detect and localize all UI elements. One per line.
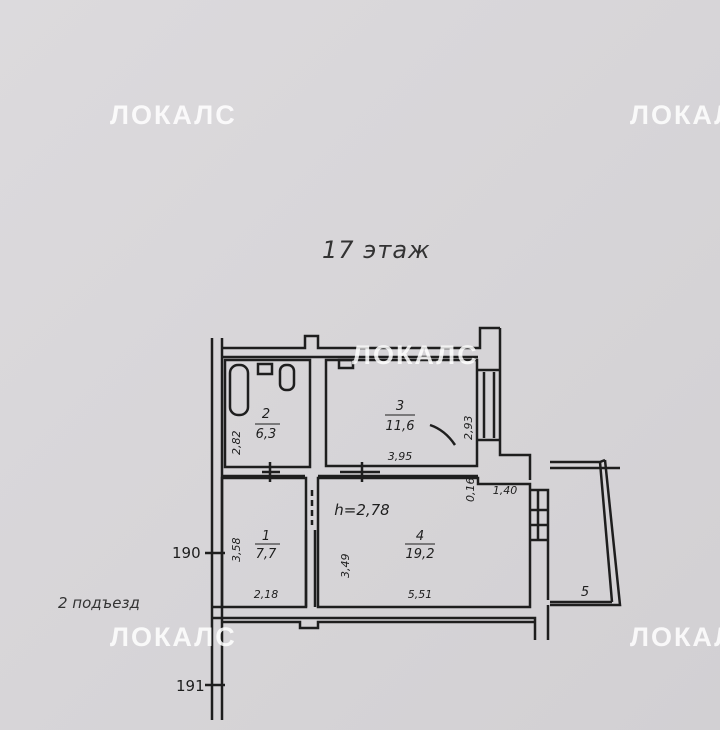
room-2-number: 2 [262,407,270,422]
watermark: ЛОКАЛС [630,622,720,652]
left-outer-wall [210,338,224,720]
axis-label-190: 190 [172,544,201,562]
dim-room4-width: 5,51 [408,588,433,601]
room-2-area: 6,3 [256,427,277,442]
bathroom-walls [223,358,312,469]
entrance-label: 2 подъезд [58,594,140,612]
watermark: ЛОКАЛС [110,100,237,130]
room-3-area: 11,6 [386,419,415,434]
balcony [550,458,622,607]
dim-wall-offset: 0,16 [464,478,477,503]
axis-label-191: 191 [176,677,205,695]
room-1-area: 7,7 [256,547,277,562]
ceiling-height: h=2,78 [334,501,389,519]
room-3-number: 3 [396,399,404,414]
room-1-number: 1 [262,529,270,544]
watermark: ЛОКАЛС [110,622,237,652]
radiator-icon [337,358,355,370]
dim-hall-height: 3,58 [230,538,243,563]
room-labels: 2 6,3 3 11,6 1 7,7 4 19,2 5 h=2,78 [255,399,589,600]
bottom-wall [212,605,550,640]
dim-niche-width: 1,40 [493,484,518,497]
sink-icon [256,362,274,376]
watermark: ЛОКАЛС [352,340,479,370]
dim-bath-height: 2,82 [230,431,243,456]
living-room-walls [316,476,532,609]
top-wall [222,326,500,350]
room-5-number: 5 [581,585,589,600]
bathtub-icon [228,363,250,417]
walls [205,326,622,720]
floor-label: 17 этаж [322,236,431,264]
toilet-icon [278,363,296,392]
dim-room3-width: 3,95 [388,450,413,463]
room-4-number: 4 [416,529,424,544]
dim-hall-width: 2,18 [254,588,279,601]
dim-room3-height: 2,93 [462,416,475,441]
dim-room4-height: 3,49 [339,554,352,579]
bedroom-walls [324,358,479,468]
dimension-labels: 2,82 3,95 2,93 3,58 2,18 3,49 5,51 0,16 … [230,416,517,602]
room-4-area: 19,2 [406,547,435,562]
watermark: ЛОКАЛС [630,100,720,130]
axis-labels: 190 191 [172,544,205,695]
